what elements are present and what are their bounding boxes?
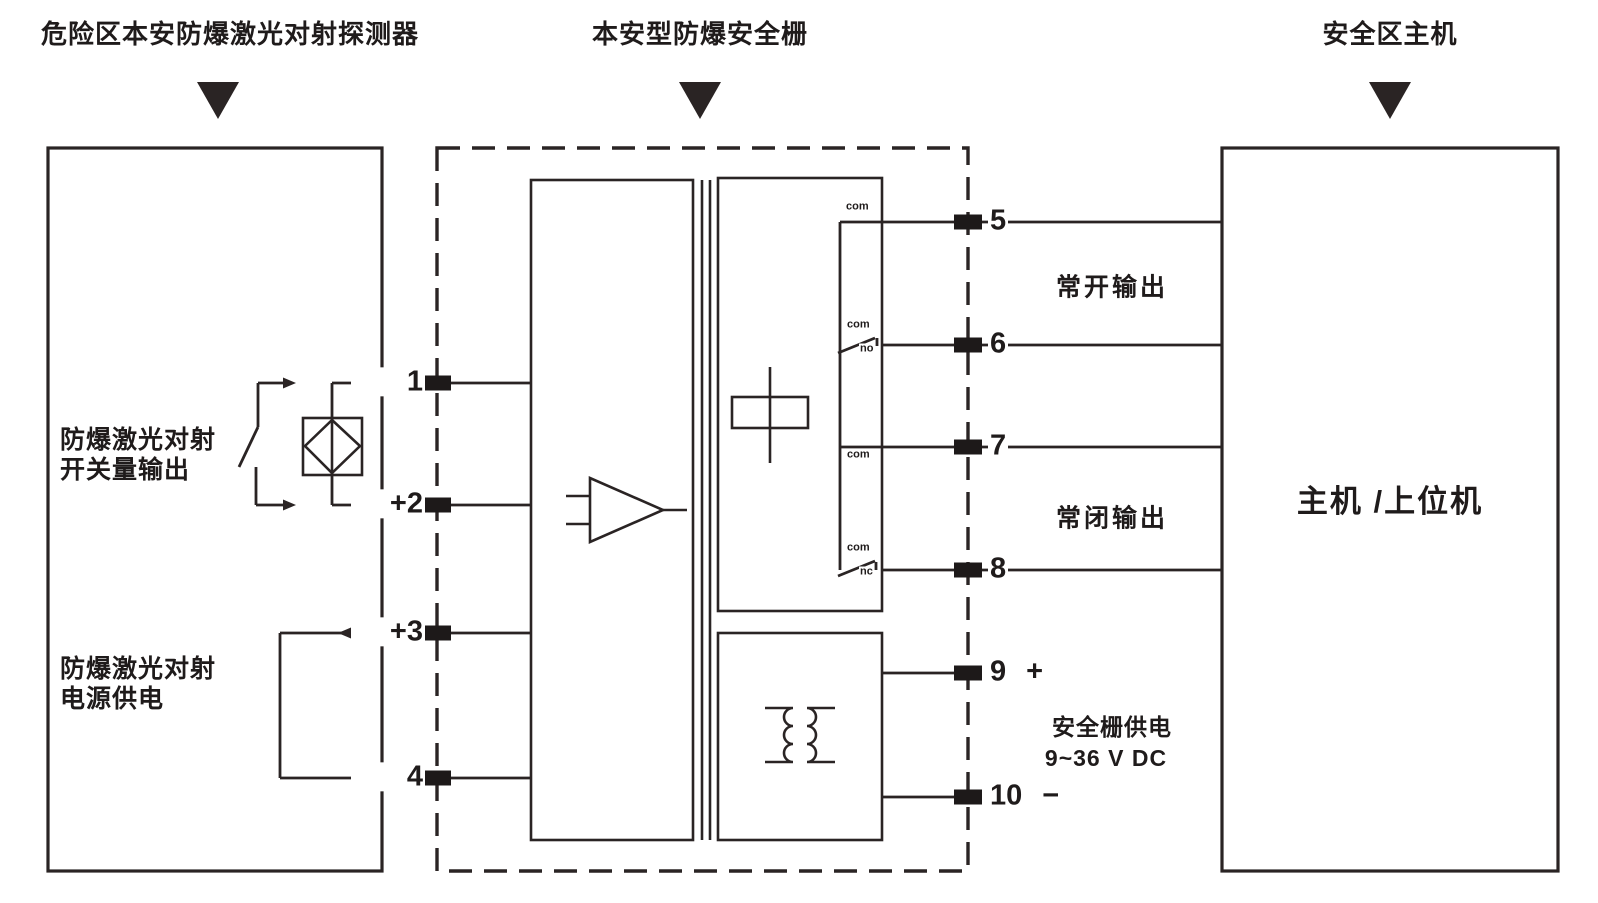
terminal-square [423,625,451,641]
switch-icon [237,381,288,507]
relay-coil-icon [730,367,810,463]
terminal-square [954,337,982,353]
amplifier-icon [566,476,687,544]
terminal-label-4: 4 [351,762,425,792]
contact-label-com-8: com [846,541,871,554]
terminal-label-8: 8 [988,552,1009,585]
down-triangle-icon [1369,82,1411,119]
host-label: 主机 /上位机 [1296,484,1484,520]
terminal-label-9-plus: 9 + [988,655,1046,688]
relay-block [716,176,884,613]
host-box [1220,146,1560,873]
switch-output-label-line2: 开关量输出 [60,456,191,484]
terminal-squares [423,214,982,805]
terminal-square [954,439,982,455]
device-box [46,146,384,873]
transformer-icon [765,706,835,764]
laser-detector-icon [301,381,364,507]
terminal-label-5: 5 [988,204,1009,237]
down-triangle-icon [679,82,721,119]
power-supply-label-line2: 电源供电 [60,685,165,713]
normally-closed-output-label: 常闭输出 [1055,504,1169,533]
power-wires [882,671,954,799]
barrier-power-label-line1: 安全栅供电 [1052,713,1172,740]
contact-armature [837,336,876,355]
power-block [716,631,884,842]
normally-open-output-label: 常开输出 [1055,273,1169,302]
contact-armature [837,559,876,578]
terminal-square [423,770,451,786]
terminal-label-7: 7 [988,429,1009,462]
contact-label-com-7: com [846,448,871,461]
contact-label-no-6: no [859,342,875,355]
barrier-power-label-line2: 9~36 V DC [1044,744,1168,771]
down-triangle-icon [197,82,239,119]
contact-label-com-5: com [845,200,870,213]
section-pointer-icons [197,82,1411,119]
switch-output-label-line1: 防爆激光对射 [60,426,217,454]
contact-label-nc-8: nc [859,565,874,578]
terminal-square [954,789,982,805]
terminal-label-3: +3 [351,617,425,647]
terminal-wires-left [278,381,531,780]
terminal-square [954,665,982,681]
terminal-label-2: +2 [351,489,425,519]
terminal-square [954,562,982,578]
terminal-square [423,497,451,513]
section-label-safe-area: 安全区主机 [1322,19,1458,49]
terminal-label-6: 6 [988,327,1009,360]
terminal-square [954,214,982,230]
relay-contact-wiring [837,220,1222,578]
terminal-square [423,375,451,391]
contact-label-com-6: com [846,318,871,331]
isolation-barrier-icon [700,180,712,840]
terminal-label-1: 1 [351,367,425,397]
arrow-right-icon [283,499,296,511]
section-label-barrier: 本安型防爆安全栅 [591,19,809,49]
terminal-label-10-minus: 10 − [988,779,1062,812]
amplifier-block [529,178,695,842]
section-label-hazard-area: 危险区本安防爆激光对射探测器 [40,19,420,49]
arrow-right-icon [283,377,296,389]
power-supply-label-line1: 防爆激光对射 [60,655,217,683]
